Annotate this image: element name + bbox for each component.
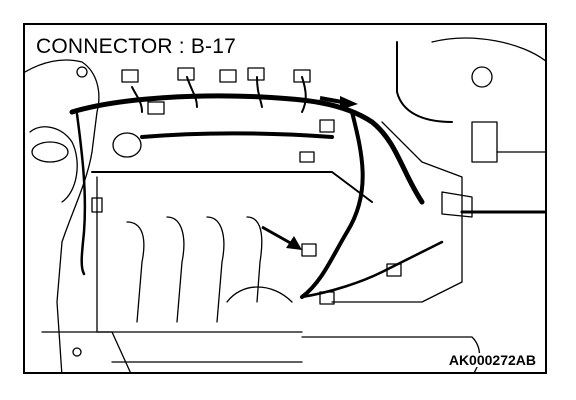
connector-title: CONNECTOR : B-17 — [33, 36, 240, 57]
connector-k — [386, 263, 402, 277]
connector-b — [177, 67, 195, 81]
filler-cap — [112, 132, 142, 158]
engine-bay-drawing — [25, 37, 545, 372]
left-wheelhouse — [29, 126, 78, 203]
body-bolt-1 — [72, 347, 82, 357]
right-bracket — [441, 191, 473, 218]
valve-cover-rib-4 — [246, 216, 263, 303]
harness-main — [69, 93, 425, 205]
valve-cover-rib-1 — [126, 221, 145, 323]
connector-j — [319, 291, 335, 305]
valve-cover-face — [96, 176, 303, 333]
ecu-box — [471, 121, 498, 163]
fender-cap — [31, 141, 69, 163]
harness-branch-2 — [186, 76, 198, 108]
harness-lower — [300, 240, 444, 299]
connector-c — [219, 69, 237, 83]
connector-l — [91, 197, 103, 213]
battery-outline — [496, 151, 545, 153]
valve-cover-rib-2 — [166, 216, 185, 323]
harness-drop-right — [300, 110, 365, 299]
intake-runner — [226, 286, 293, 303]
right-housing — [331, 121, 463, 303]
diagram-frame — [23, 23, 547, 374]
harness-branch-4 — [301, 76, 307, 113]
valve-cover-top — [91, 171, 373, 203]
harness-branch-3 — [256, 76, 263, 108]
fender-outline — [25, 59, 100, 372]
lower-tray — [301, 336, 481, 372]
harness-rail — [140, 131, 334, 139]
valve-cover-rib-3 — [206, 216, 225, 323]
body-bolt-2 — [76, 66, 88, 78]
figure-code: AK000272AB — [446, 352, 538, 368]
connector-e — [293, 69, 311, 83]
pointer-arrow-icon-2 — [319, 96, 358, 110]
harness-branch-1 — [131, 86, 143, 113]
lower-left-body — [41, 331, 131, 372]
strut-cap — [471, 66, 493, 88]
pointer-arrow-icon — [261, 225, 302, 250]
connector-d — [247, 67, 265, 81]
connector-h — [299, 151, 315, 163]
connector-f — [147, 101, 165, 115]
connector-a — [121, 69, 139, 83]
strut-tower — [431, 37, 545, 62]
top-hose — [396, 41, 453, 123]
connector-i — [301, 243, 317, 257]
harness-left-drop — [75, 112, 87, 276]
connector-g — [319, 119, 335, 133]
